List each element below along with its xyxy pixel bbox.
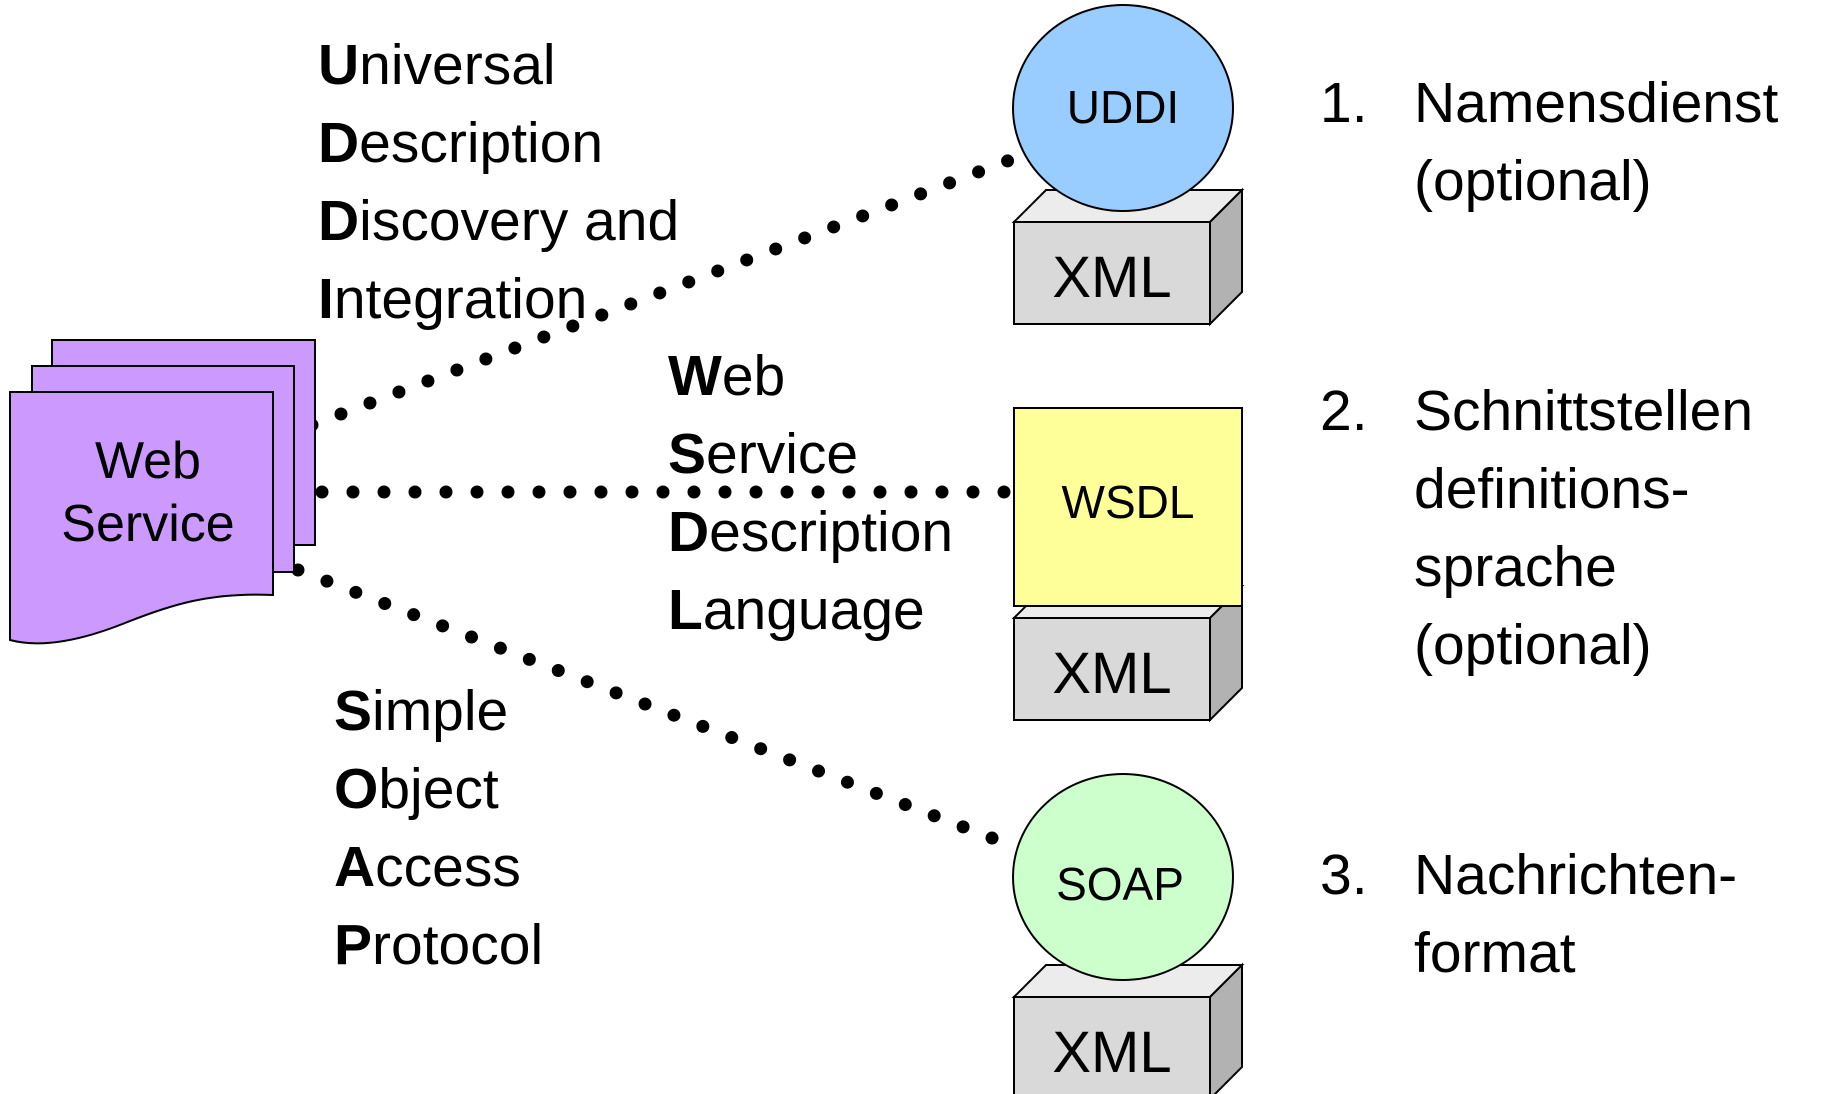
acronym-line: Description [318, 111, 604, 175]
acronym-line: Protocol [334, 913, 544, 977]
list-number: 2. [1320, 379, 1368, 443]
wsdl-stack: XML WSDL [1011, 407, 1245, 723]
xml-box-uddi: XML [1011, 187, 1245, 327]
xml-box-soap: XML [1011, 962, 1245, 1094]
uddi-stack: XML UDDI [1011, 4, 1245, 327]
soap-expansion: Simple Object Access Protocol [334, 672, 543, 984]
acronym-line: Access [334, 835, 521, 899]
acronym-line: Description [668, 500, 954, 564]
web-service-label-line1: Web [95, 432, 201, 490]
xml-label-soap: XML [1052, 1020, 1171, 1085]
acronym-line: Simple [334, 679, 509, 743]
wsdl-label: WSDL [1062, 476, 1195, 528]
list-number: 1. [1320, 71, 1368, 135]
xml-label-uddi: XML [1052, 245, 1171, 310]
acronym-line: Universal [318, 33, 556, 97]
soap-label: SOAP [1056, 858, 1184, 910]
connector-uddi [305, 153, 1017, 432]
soap-circle [1012, 773, 1234, 981]
web-service-label-line2: Service [61, 495, 234, 553]
soap-stack: XML SOAP [1011, 773, 1245, 1094]
uddi-label: UDDI [1067, 81, 1179, 133]
xml-box-front [1013, 617, 1211, 721]
acronym-line: Integration [318, 267, 588, 331]
acronym-line: Object [334, 757, 499, 821]
list-number: 3. [1320, 843, 1368, 907]
connector-soap [291, 563, 1017, 852]
uddi-expansion: Universal Description Discovery and Inte… [318, 26, 679, 338]
xml-box-front [1013, 996, 1211, 1094]
acronym-line: Discovery and [318, 189, 680, 253]
list-text: Schnittstellen definitions- sprache (opt… [1414, 379, 1754, 677]
list-text: Nachrichten- format [1414, 843, 1738, 985]
wsdl-expansion: Web Service Description Language [668, 337, 953, 649]
wsdl-box [1013, 407, 1243, 607]
xml-box-front [1013, 221, 1211, 325]
acronym-line: Service [668, 422, 859, 486]
acronym-line: Web [668, 344, 786, 408]
xml-label-wsdl: XML [1052, 641, 1171, 706]
document-page-front [9, 391, 274, 645]
uddi-circle [1012, 4, 1234, 212]
acronym-line: Language [668, 578, 925, 642]
web-service-document-stack: Web Service [9, 339, 316, 645]
list-text: Namensdienst (optional) [1414, 71, 1779, 213]
